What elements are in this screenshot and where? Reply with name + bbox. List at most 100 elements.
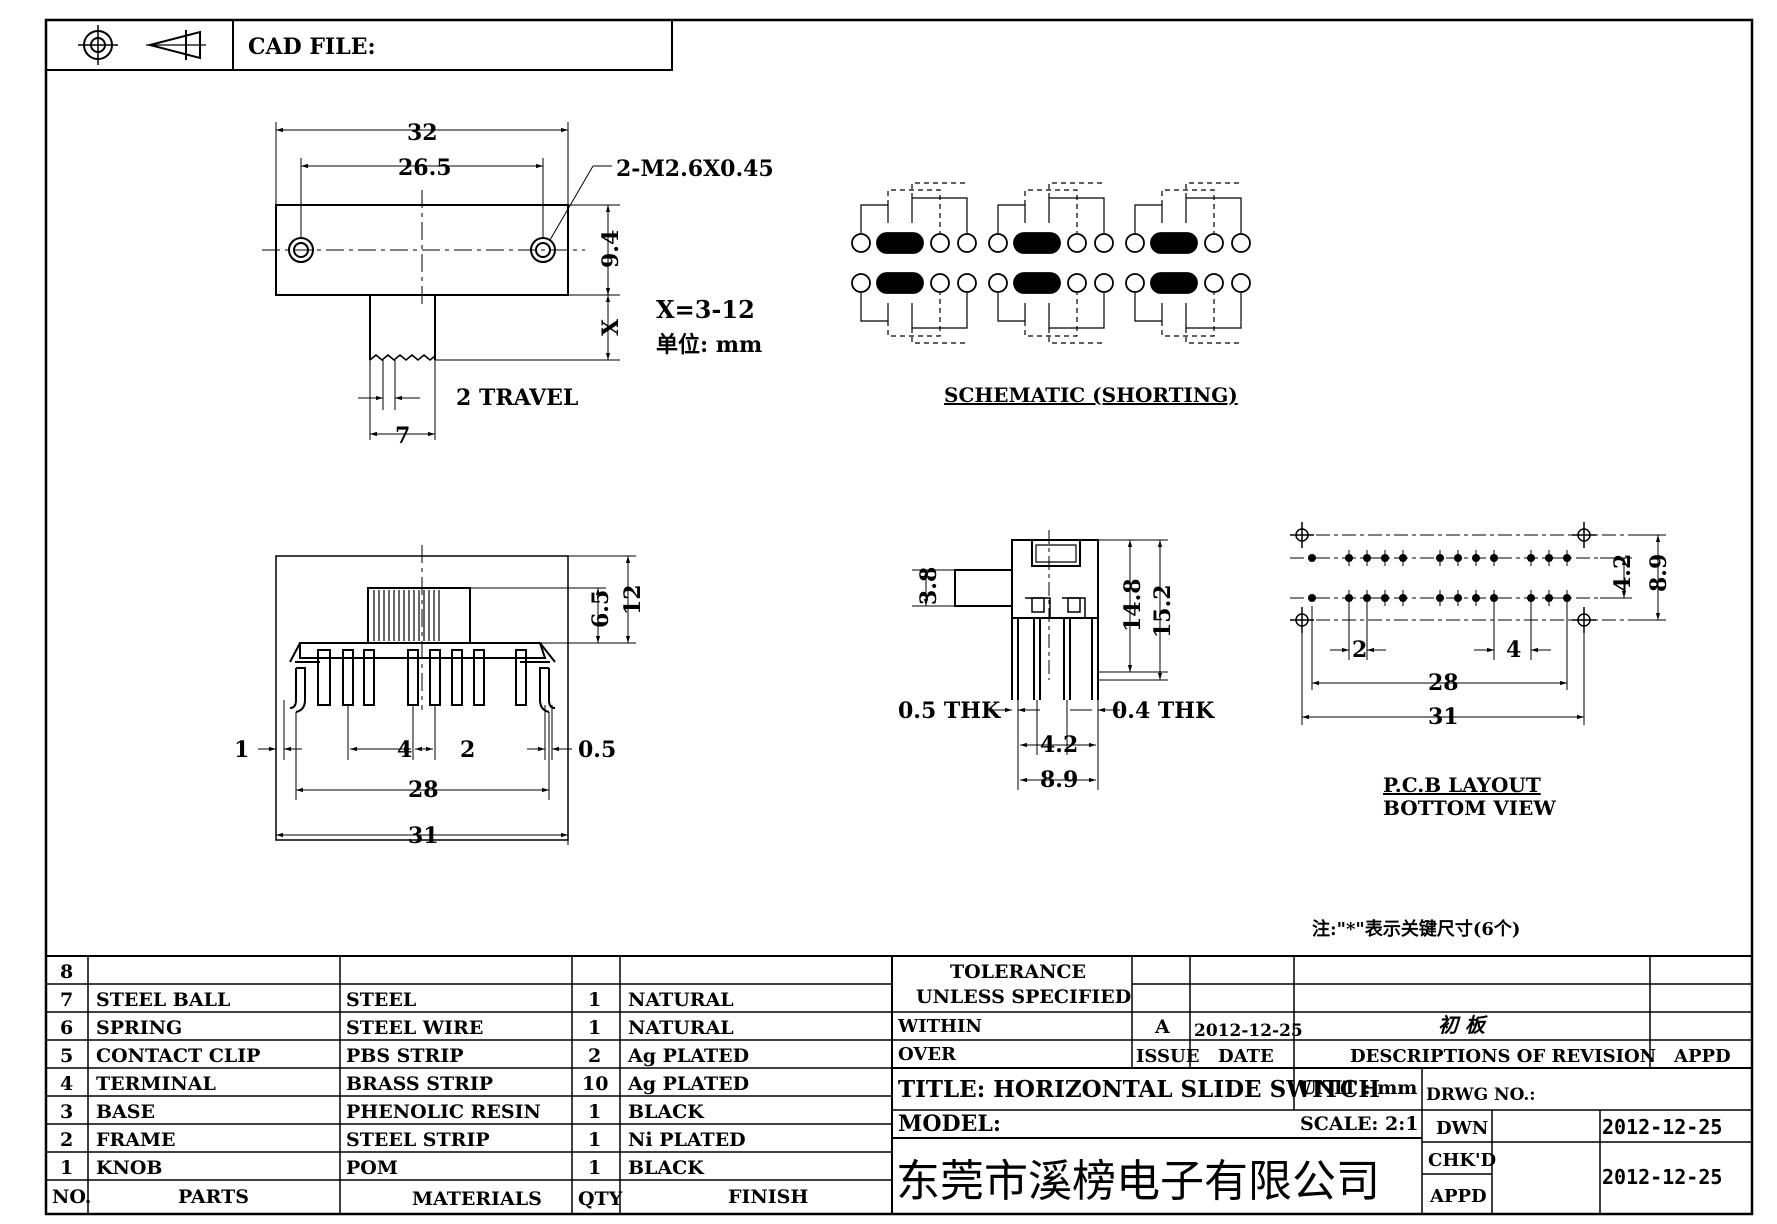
- bom-row-qty: 1: [588, 1157, 601, 1179]
- pcb-dim-4-2: 4.2: [1610, 554, 1636, 592]
- tolerance-over: OVER: [898, 1044, 957, 1065]
- bom-row-material: STEEL: [346, 989, 416, 1011]
- thk-0-4: 0.4 THK: [1112, 698, 1215, 724]
- pcb-dim-4: 4: [1506, 637, 1521, 663]
- chk-date: 2012-12-25: [1602, 1165, 1722, 1189]
- schematic-group-3: [1125, 182, 1251, 344]
- first-angle-projection-icon: [78, 25, 206, 65]
- dim-4: 4: [397, 737, 412, 763]
- drawing-title: TITLE: HORIZONTAL SLIDE SWITCH: [898, 1076, 1380, 1103]
- bom-row-qty: 1: [588, 1101, 601, 1123]
- dim-1: 1: [234, 737, 249, 763]
- bom-row-no: 3: [60, 1101, 73, 1123]
- tolerance-label: TOLERANCE: [950, 961, 1086, 983]
- key-dimension-note: 注:"*"表示关键尺寸(6个): [1312, 918, 1520, 940]
- bom-row-material: BRASS STRIP: [346, 1073, 493, 1095]
- tolerance-unless: UNLESS SPECIFIED: [916, 986, 1131, 1008]
- dim-2: 2: [460, 737, 475, 763]
- bom-row-material: STEEL WIRE: [346, 1017, 483, 1039]
- dim-28: 28: [408, 777, 439, 803]
- tolerance-within: WITHIN: [897, 1016, 982, 1037]
- bom-table-grid: [46, 955, 1752, 1214]
- dim-6-5: 6.5: [588, 590, 614, 628]
- dim-9-4: 9.4: [598, 230, 624, 268]
- bom-rows: 8 7 STEEL BALL STEEL 1 NATURAL 6 SPRING …: [52, 961, 808, 1210]
- bom-row-part: TERMINAL: [96, 1073, 216, 1095]
- bom-row-part: FRAME: [96, 1129, 176, 1151]
- dim-31: 31: [408, 823, 439, 849]
- bom-row-part: STEEL BALL: [96, 989, 230, 1011]
- dim-x: X: [598, 318, 624, 336]
- bom-row-qty: 10: [582, 1073, 608, 1095]
- bom-header-qty: QTY: [578, 1188, 623, 1210]
- bom-row-finish: NATURAL: [628, 989, 734, 1011]
- dim-15-2: 15.2: [1150, 584, 1176, 638]
- bom-row-part: BASE: [96, 1101, 155, 1123]
- bom-row-qty: 2: [588, 1045, 601, 1067]
- bom-row-no: 1: [60, 1157, 73, 1179]
- chkd-label: CHK'D: [1428, 1150, 1496, 1171]
- dwn-label: DWN: [1436, 1118, 1488, 1139]
- bom-header-finish: FINISH: [728, 1186, 808, 1208]
- dim-8-9: 8.9: [1040, 767, 1078, 793]
- dim-4-2: 4.2: [1040, 732, 1078, 758]
- appd-row-label: APPD: [1429, 1186, 1487, 1207]
- unit-note: 单位: mm: [656, 332, 762, 358]
- bom-row-qty: 1: [588, 989, 601, 1011]
- header-box: CAD FILE:: [45, 19, 673, 71]
- pcb-mount-hole-3: [1290, 607, 1314, 633]
- pcb-layout: [1290, 522, 1666, 725]
- bom-row-finish: Ag PLATED: [627, 1045, 749, 1067]
- pcb-dim-31: 31: [1428, 704, 1459, 730]
- bom-row-qty: 1: [588, 1129, 601, 1151]
- pcb-dim-8-9: 8.9: [1646, 554, 1672, 592]
- bom-row-material: POM: [346, 1157, 398, 1179]
- schematic-title: SCHEMATIC (SHORTING): [944, 383, 1238, 407]
- title-block-grid: [892, 956, 1752, 1214]
- bom-row-no: 7: [60, 989, 73, 1011]
- schematic-group-2: [988, 182, 1114, 344]
- appd-label: APPD: [1673, 1046, 1731, 1067]
- pcb-title: P.C.B LAYOUT: [1383, 773, 1541, 797]
- bom-row-material: PHENOLIC RESIN: [346, 1101, 541, 1123]
- bom-row-finish: Ag PLATED: [627, 1073, 749, 1095]
- bom-row-finish: BLACK: [628, 1157, 705, 1179]
- pcb-mount-hole-2: [1572, 522, 1596, 548]
- dim-32: 32: [407, 120, 438, 146]
- schematic-shorting: [851, 182, 1251, 344]
- bom-row-no: 8: [60, 961, 73, 983]
- dim-12: 12: [620, 584, 646, 615]
- bom-row-finish: BLACK: [628, 1101, 705, 1123]
- sheet-border: [44, 18, 1754, 1216]
- bom-row-part: SPRING: [96, 1017, 182, 1039]
- dim-14-8: 14.8: [1120, 578, 1146, 632]
- dim-3-8: 3.8: [916, 567, 942, 605]
- travel-note: 2 TRAVEL: [456, 385, 578, 411]
- pcb-mount-hole-1: [1290, 522, 1314, 548]
- side-view: [912, 530, 1168, 790]
- dim-7: 7: [395, 423, 410, 449]
- thread-note: 2-M2.6X0.45: [616, 156, 774, 182]
- date-label: DATE: [1218, 1046, 1274, 1067]
- bom-row-no: 2: [60, 1129, 73, 1151]
- thk-0-5: 0.5 THK: [898, 698, 1001, 724]
- model-label: MODEL:: [898, 1111, 1001, 1137]
- pcb-mount-hole-4: [1572, 607, 1596, 633]
- bom-row-finish: NATURAL: [628, 1017, 734, 1039]
- issue-date: 2012-12-25: [1194, 1021, 1303, 1041]
- bom-header-no: NO.: [52, 1186, 91, 1208]
- unit-label: UNIT : mm: [1300, 1077, 1417, 1099]
- issue-label: ISSUE: [1136, 1046, 1199, 1067]
- dwn-date: 2012-12-25: [1602, 1115, 1722, 1139]
- dim-26-5: 26.5: [398, 155, 452, 181]
- descriptions-of-revision-label: DESCRIPTIONS OF REVISION: [1350, 1046, 1656, 1067]
- bom-row-no: 4: [60, 1073, 73, 1095]
- top-view: [262, 122, 620, 440]
- bom-row-qty: 1: [588, 1017, 601, 1039]
- title-block-text: TOLERANCE UNLESS SPECIFIED WITHIN OVER A…: [896, 961, 1731, 1207]
- issue-value: A: [1154, 1016, 1170, 1038]
- dim-0-5: 0.5: [578, 737, 616, 763]
- revision-description: 初 板: [1438, 1013, 1488, 1037]
- bom-row-finish: Ni PLATED: [628, 1129, 746, 1151]
